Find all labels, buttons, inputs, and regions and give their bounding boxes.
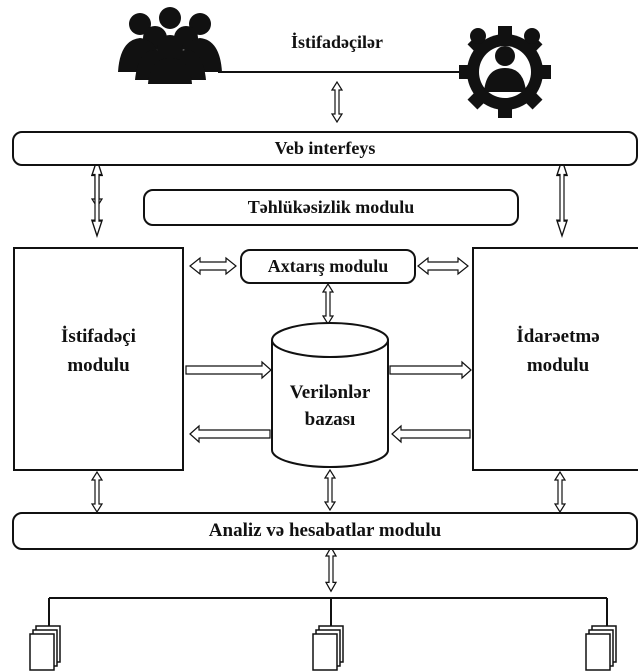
document-stack-icon — [29, 625, 61, 671]
database-label-line2: bazası — [304, 409, 356, 430]
user-module-label-line1: İstifadəçi — [61, 326, 136, 347]
document-stack-icon — [585, 625, 617, 671]
web-interface-box: Veb interfeys — [12, 131, 638, 166]
security-module-box: Təhlükəsizlik modulu — [143, 189, 519, 226]
search-right-arrow — [417, 256, 469, 276]
user-module-label-line2: modulu — [67, 355, 130, 376]
management-module-box — [472, 247, 638, 471]
users-label: İstifadəçilər — [291, 32, 383, 52]
management-module-label-line2: modulu — [526, 355, 590, 376]
document-stack-icon — [312, 625, 344, 671]
search-left-arrow — [189, 256, 237, 276]
management-module-label-line1: İdarəetmə — [516, 326, 600, 347]
search-module-label: Axtarış modulu — [267, 256, 389, 276]
analytics-module-label: Analiz və hesabatlar modulu — [208, 520, 442, 541]
search-module-box: Axtarış modulu — [240, 249, 416, 284]
admin-with-gear-icon — [459, 26, 551, 118]
database-cylinder — [271, 322, 389, 468]
web-interface-label: Veb interfeys — [274, 138, 376, 158]
security-module-label: Təhlükəsizlik modulu — [247, 197, 415, 217]
group-of-people-icon — [118, 7, 222, 84]
database-label-line1: Verilənlər — [289, 382, 371, 403]
user-module-box — [13, 247, 184, 471]
analytics-module-box: Analiz və hesabatlar modulu — [12, 512, 638, 550]
